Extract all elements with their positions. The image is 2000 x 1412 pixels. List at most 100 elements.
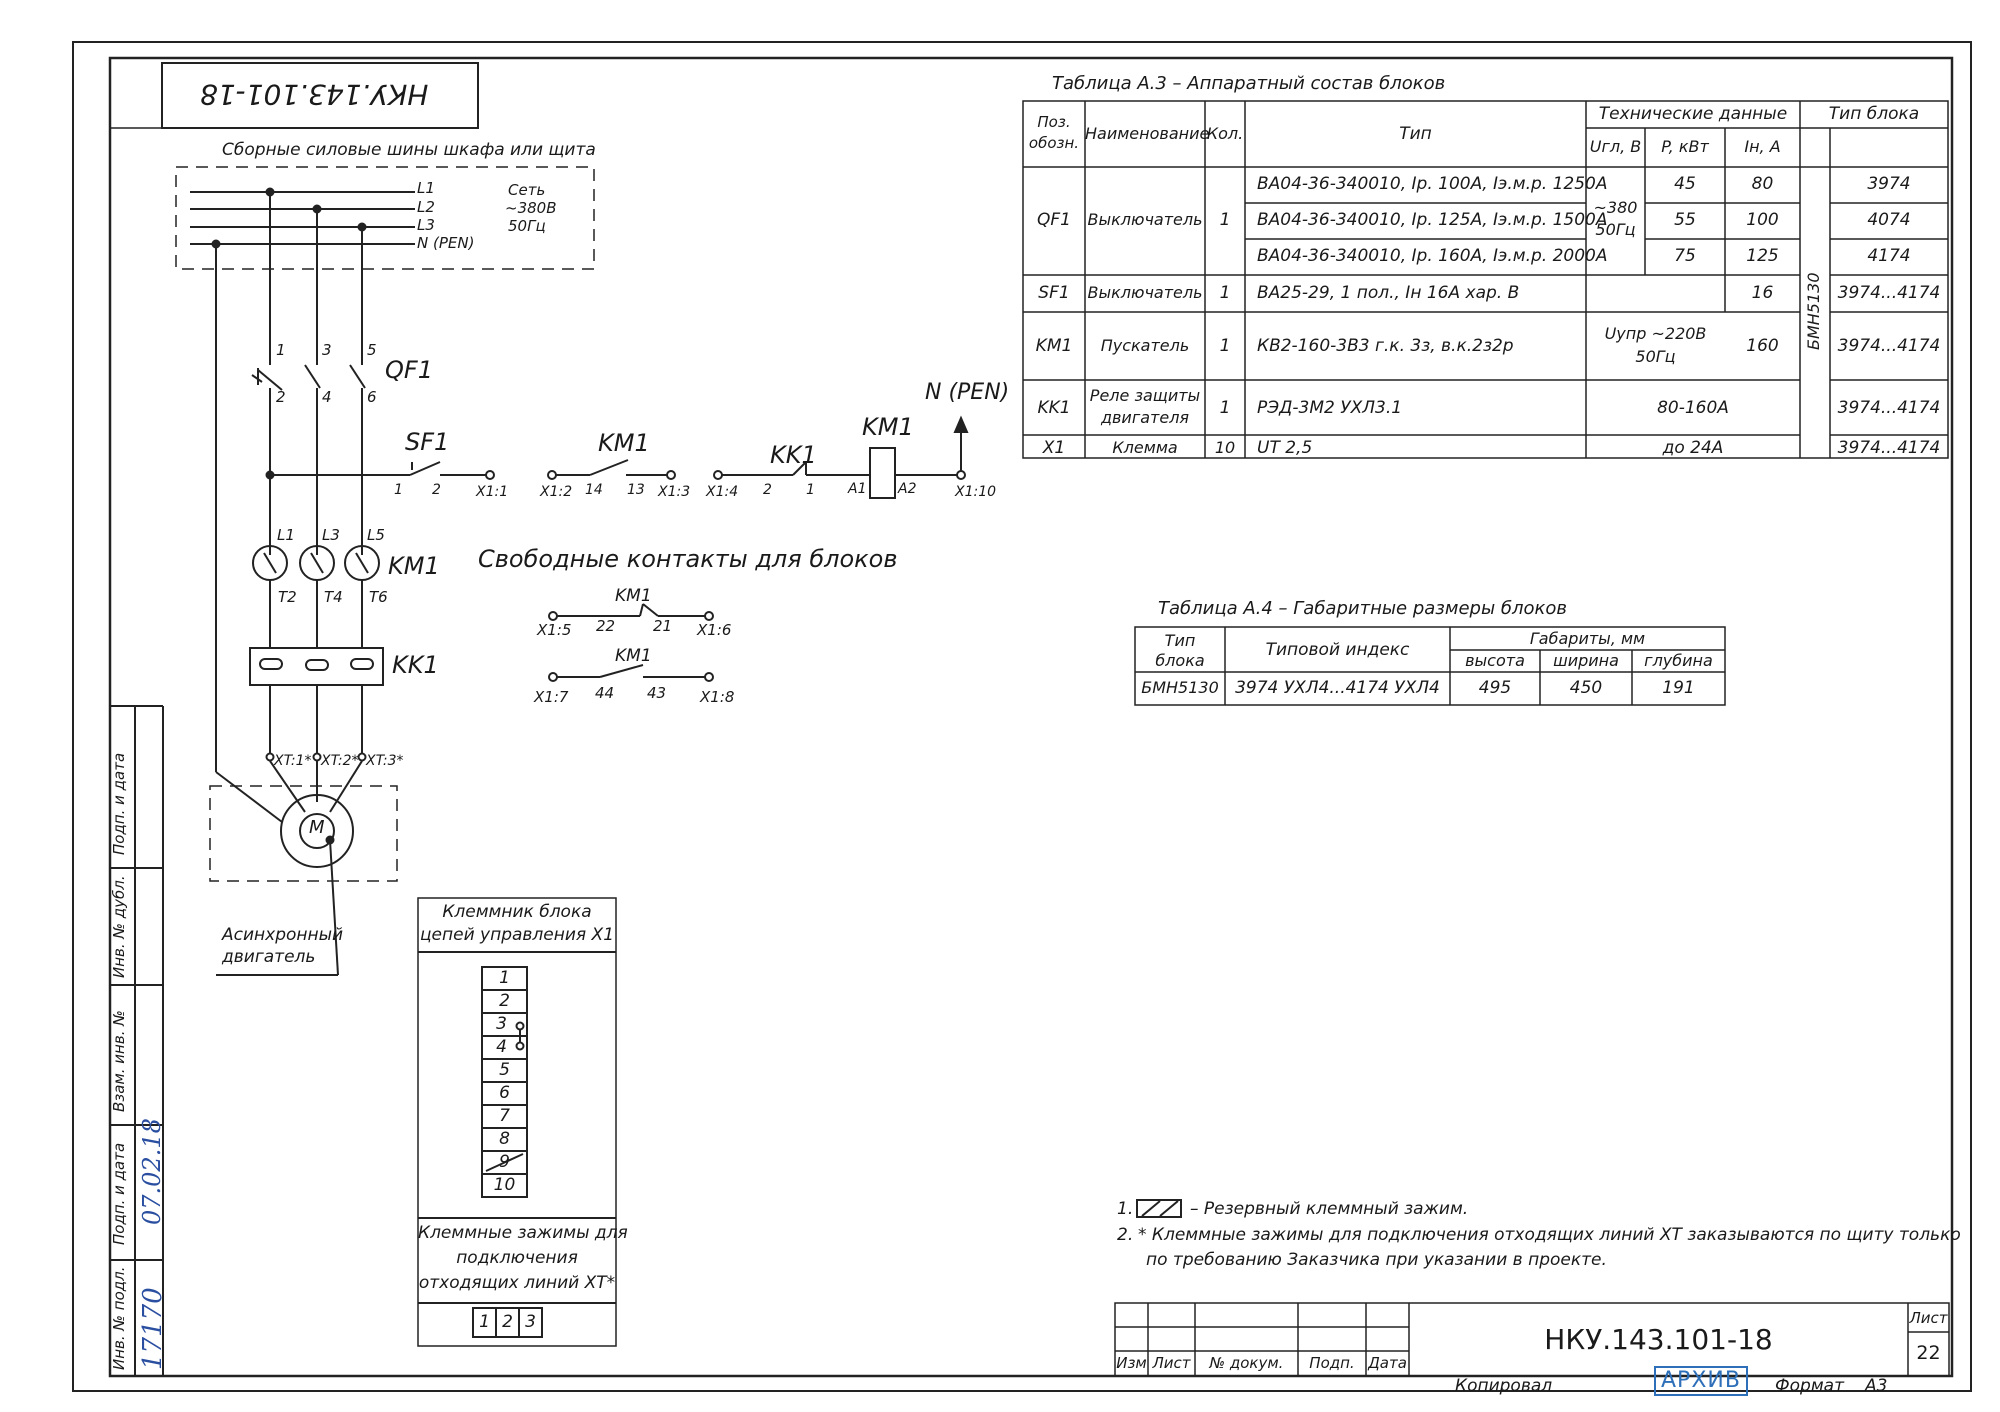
a3-kk1-tech: 80-160А xyxy=(1657,398,1729,418)
terminal-cell-2: 2 xyxy=(499,991,510,1011)
a3-qf1-in-3: 125 xyxy=(1746,246,1779,266)
motor-symbol-label: M xyxy=(309,817,325,838)
a3-qf1-pos: QF1 xyxy=(1037,210,1071,230)
km1-main-label: KM1 xyxy=(388,552,440,580)
terminal-x1-4: X1:4 xyxy=(706,484,739,500)
outgoing-title-1: Клеммные зажимы для xyxy=(418,1223,628,1243)
a3-qf1-block-3: 4174 xyxy=(1867,246,1911,266)
network-label-1: Сеть xyxy=(508,181,546,199)
kk1-label: KK1 xyxy=(392,651,439,679)
a3-qf1-type-2: ВА04-36-340010, Iр. 125А, Iэ.м.р. 1500А xyxy=(1257,210,1608,230)
a3-km1-type: КВ2-160-3В3 г.к. 3з, в.к.2з2р xyxy=(1257,336,1514,356)
a3-sf1-pos: SF1 xyxy=(1038,283,1070,303)
a3-h-ugl: Uгл, В xyxy=(1589,137,1642,156)
a3-h-tech: Технические данные xyxy=(1598,104,1788,124)
format-label: Формат xyxy=(1775,1376,1844,1396)
qf1-pin-2: 2 xyxy=(276,388,286,406)
table-a4-caption: Таблица А.4 – Габаритные размеры блоков xyxy=(1158,598,1567,619)
stamp-inv-value: 17170 xyxy=(138,1287,168,1370)
stamp-inv-original-label: Инв. № подл. xyxy=(110,1266,128,1370)
format-value: А3 xyxy=(1865,1376,1888,1396)
motor-label-1: Асинхронный xyxy=(222,925,344,945)
outgoing-cell-3: 3 xyxy=(525,1312,536,1332)
free-km1-2-label: KM1 xyxy=(615,646,652,666)
a3-km1-block: 3974...4174 xyxy=(1837,336,1941,356)
a4-row-height: 495 xyxy=(1478,678,1512,698)
outgoing-title-3: отходящих линий XT* xyxy=(418,1273,616,1293)
terminal-cell-5: 5 xyxy=(499,1060,510,1080)
motor-label-2: двигатель xyxy=(222,947,316,967)
a3-x1-block: 3974...4174 xyxy=(1837,438,1941,458)
km1-coil-pin-a2: A2 xyxy=(898,481,917,497)
bus-line-l1: L1 xyxy=(417,179,435,197)
title-col-list: Лист xyxy=(1152,1354,1191,1372)
terminal-cell-6: 6 xyxy=(499,1083,510,1103)
qf1-pin-5: 5 xyxy=(367,341,377,359)
stamp-sign-date-label-1: Подп. и дата xyxy=(110,1142,128,1245)
outgoing-cell-2: 2 xyxy=(502,1312,513,1332)
a3-h-pos-1: Поз. xyxy=(1037,113,1071,131)
a3-sf1-type: ВА25-29, 1 пол., Iн 16А хар. В xyxy=(1257,283,1520,303)
a3-sf1-block: 3974...4174 xyxy=(1837,283,1941,303)
a3-block-code: БМН5130 xyxy=(1804,272,1823,350)
a3-kk1-type: РЭД-3М2 УХЛ3.1 xyxy=(1257,398,1403,418)
a3-h-p: P, кВт xyxy=(1661,137,1709,156)
n-pen-label: N (PEN) xyxy=(925,380,1010,405)
a3-kk1-qty: 1 xyxy=(1219,398,1231,418)
free-contacts-title: Свободные контакты для блоков xyxy=(478,545,898,573)
bus-line-l2: L2 xyxy=(417,198,435,216)
copied-label: Копировал xyxy=(1455,1376,1553,1396)
km1-main-t4: T4 xyxy=(324,588,343,606)
a3-qf1-in-1: 80 xyxy=(1751,174,1774,194)
xt-2-label: XT:2* xyxy=(321,753,359,769)
archive-stamp: АРХИВ xyxy=(1654,1366,1748,1396)
km1-pin-13: 13 xyxy=(627,482,645,498)
a3-h-name: Наименование xyxy=(1085,124,1210,143)
km1-pin-14: 14 xyxy=(585,482,603,498)
a4-row-type: БМН5130 xyxy=(1141,678,1219,697)
sf1-pin-1: 1 xyxy=(394,482,403,498)
outgoing-cell-1: 1 xyxy=(479,1312,490,1332)
free-c1-pin-22: 22 xyxy=(596,617,616,635)
a4-row-width: 450 xyxy=(1569,678,1603,698)
a3-kk1-name-1: Реле защиты xyxy=(1089,386,1201,405)
a3-sf1-name: Выключатель xyxy=(1087,283,1203,302)
terminal-x1-10: X1:10 xyxy=(955,484,997,500)
a3-h-in: Iн, А xyxy=(1744,137,1781,156)
terminal-x1-2: X1:2 xyxy=(540,484,573,500)
note-1-number: 1. xyxy=(1117,1199,1134,1219)
km1-coil-pin-a1: A1 xyxy=(848,481,867,497)
a3-h-type: Тип xyxy=(1399,124,1432,144)
title-col-doc: № докум. xyxy=(1209,1354,1284,1372)
bus-line-l3: L3 xyxy=(417,216,435,234)
bus-title: Сборные силовые шины шкафа или щита xyxy=(222,140,596,160)
qf1-pin-6: 6 xyxy=(367,388,377,406)
a4-h-index: Типовой индекс xyxy=(1265,640,1410,660)
a4-h-depth: глубина xyxy=(1644,651,1713,670)
a3-h-qty: Кол. xyxy=(1206,124,1244,143)
a3-x1-tech: до 24А xyxy=(1662,438,1724,458)
a3-sf1-qty: 1 xyxy=(1219,283,1231,303)
stamp-sign-date-label-2: Подп. и дата xyxy=(110,752,128,855)
a3-qf1-qty: 1 xyxy=(1219,210,1231,230)
a3-qf1-p-1: 45 xyxy=(1674,174,1696,194)
free-km1-1-label: KM1 xyxy=(615,586,652,606)
free-c1-right: X1:6 xyxy=(697,621,732,639)
a4-h-dims: Габариты, мм xyxy=(1529,629,1646,648)
stamp-sign-date-value: 07.02.18 xyxy=(138,1118,166,1225)
a3-x1-pos: X1 xyxy=(1042,438,1066,458)
note-2-number: 2. xyxy=(1117,1225,1134,1245)
title-col-izm: Изм xyxy=(1116,1354,1147,1372)
title-doc-code: НКУ.143.101-18 xyxy=(1544,1323,1773,1356)
terminal-cell-7: 7 xyxy=(499,1106,510,1126)
a3-km1-ugl-1: Uупр ~220В xyxy=(1604,324,1707,343)
a3-qf1-p-2: 55 xyxy=(1674,210,1696,230)
a3-x1-name: Клемма xyxy=(1112,438,1178,457)
free-c2-right: X1:8 xyxy=(700,688,735,706)
a3-qf1-block-2: 4074 xyxy=(1867,210,1911,230)
terminal-cell-10: 10 xyxy=(493,1175,516,1195)
qf1-pin-4: 4 xyxy=(322,388,332,406)
a4-h-height: высота xyxy=(1465,651,1525,670)
